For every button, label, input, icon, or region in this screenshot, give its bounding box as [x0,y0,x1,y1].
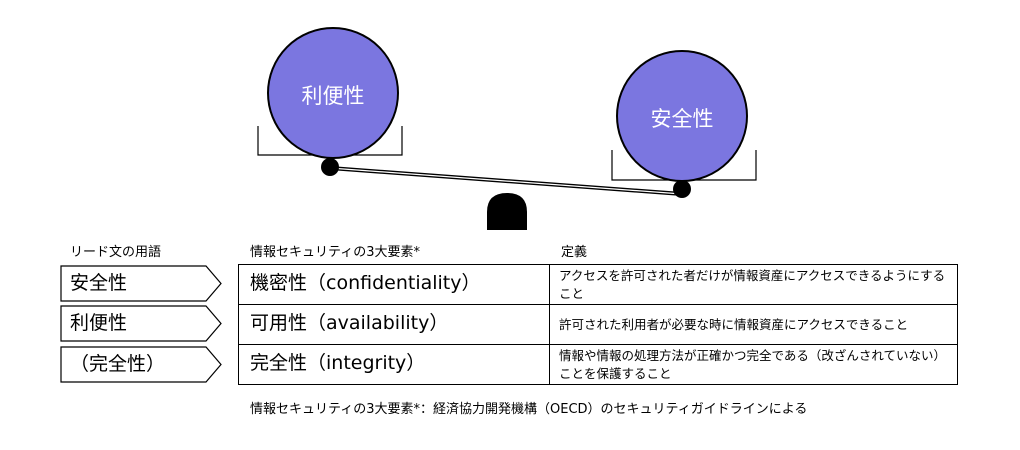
left-ball [267,27,399,159]
arrow-box-shape [60,305,222,342]
definition-cell: 許可された利用者が必要な時に情報資産にアクセスできること [559,316,909,332]
element-cell: 可用性（availability） [250,312,449,334]
right-ball-label: 安全性 [650,107,714,131]
term-row-3: （完全性） [60,346,222,383]
term-label: 利便性 [70,312,128,334]
header-term: リード文の用語 [70,245,162,260]
element-cell: 完全性（integrity） [250,352,426,374]
term-row-1: 安全性 [60,265,222,302]
term-label: （完全性） [70,353,166,375]
left-joint [321,158,339,176]
arrow-box-shape [60,346,222,383]
arrow-box-shape [60,265,222,302]
definition-cell: アクセスを許可された者だけが情報資産にアクセスできるようにすること [559,267,946,301]
definition-cell: 情報や情報の処理方法が正確かつ完全である（改ざんされていない）ことを保護すること [559,347,947,381]
footnote: 情報セキュリティの3大要素*：経済協力開発機構（OECD）のセキュリティガイドラ… [250,402,808,417]
right-joint [673,180,691,198]
balance-scale-illustration [257,27,757,230]
element-cell: 機密性（confidentiality） [250,272,481,294]
fulcrum [487,193,527,230]
elements-table [238,264,958,385]
term-row-2: 利便性 [60,305,222,342]
header-definition: 定義 [561,245,588,260]
left-ball-label: 利便性 [301,84,365,108]
term-label: 安全性 [70,272,128,294]
header-element: 情報セキュリティの3大要素* [250,245,420,260]
